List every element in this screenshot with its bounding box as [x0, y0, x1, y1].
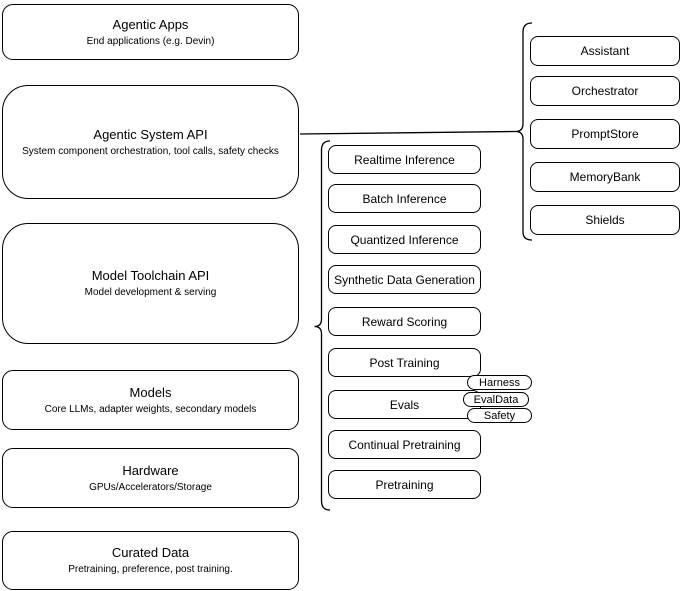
system-api-connector-line	[299, 130, 516, 135]
node-title: Model Toolchain API	[91, 268, 210, 283]
node-assistant: Assistant	[530, 36, 680, 66]
node-batch-inference: Batch Inference	[328, 184, 481, 213]
node-subtitle: Core LLMs, adapter weights, secondary mo…	[44, 403, 257, 415]
node-model-toolchain-api: Model Toolchain API Model development & …	[2, 223, 299, 344]
node-synthetic-data-generation: Synthetic Data Generation	[328, 265, 481, 294]
node-subtitle: Model development & serving	[84, 287, 217, 298]
node-reward-scoring: Reward Scoring	[328, 307, 481, 336]
node-realtime-inference: Realtime Inference	[328, 145, 481, 174]
node-hardware: Hardware GPUs/Accelerators/Storage	[2, 448, 299, 508]
node-pretraining: Pretraining	[328, 470, 481, 499]
node-post-training: Post Training	[328, 348, 481, 377]
tag-safety: Safety	[467, 408, 532, 423]
node-agentic-system-api: Agentic System API System component orch…	[2, 85, 299, 199]
node-promptstore: PromptStore	[530, 119, 680, 149]
node-title: Models	[129, 384, 172, 400]
node-subtitle: Pretraining, preference, post training.	[68, 564, 233, 575]
node-title: Agentic Apps	[112, 16, 189, 32]
node-title: Hardware	[122, 462, 179, 478]
tag-evaldata: EvalData	[463, 392, 529, 407]
node-models: Models Core LLMs, adapter weights, secon…	[2, 370, 299, 430]
node-title: Curated Data	[111, 545, 190, 560]
node-title: Agentic System API	[93, 126, 208, 142]
node-subtitle: End applications (e.g. Devin)	[86, 35, 215, 47]
node-continual-pretraining: Continual Pretraining	[328, 430, 481, 459]
node-agentic-apps: Agentic Apps End applications (e.g. Devi…	[2, 4, 299, 60]
node-subtitle: GPUs/Accelerators/Storage	[89, 481, 212, 493]
node-quantized-inference: Quantized Inference	[328, 225, 481, 254]
node-subtitle: System component orchestration, tool cal…	[22, 145, 279, 157]
tag-harness: Harness	[467, 375, 532, 390]
node-shields: Shields	[530, 205, 680, 235]
node-evals: Evals	[328, 390, 481, 419]
node-orchestrator: Orchestrator	[530, 76, 680, 106]
node-memorybank: MemoryBank	[530, 162, 680, 192]
node-curated-data: Curated Data Pretraining, preference, po…	[2, 531, 299, 590]
